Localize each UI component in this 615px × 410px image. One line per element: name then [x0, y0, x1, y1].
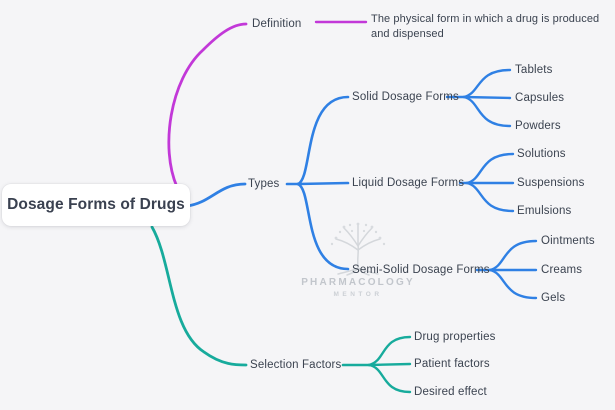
pharmacology-mentor-watermark: PHARMACOLOGY MENTOR	[290, 218, 426, 298]
node-liquid-dosage-forms: Liquid Dosage Forms	[352, 177, 465, 189]
definition-branch-lines	[167, 20, 368, 189]
root-to-definition-curve	[167, 22, 248, 189]
node-drug-properties: Drug properties	[414, 331, 496, 343]
selection-to-drugproperties-curve	[367, 335, 412, 367]
solid-to-capsules-line	[462, 95, 512, 100]
root-node: Dosage Forms of Drugs	[2, 184, 190, 226]
node-powders: Powders	[515, 120, 561, 132]
node-gels: Gels	[541, 292, 566, 304]
node-types: Types	[248, 178, 280, 190]
node-desired-effect: Desired effect	[414, 386, 487, 398]
node-solutions: Solutions	[517, 148, 566, 160]
liquid-to-solutions-curve	[465, 152, 515, 185]
solid-to-powders-curve	[462, 95, 512, 128]
semisolid-to-ointments-curve	[488, 239, 538, 272]
types-branch-lines	[185, 68, 538, 300]
root-node-label: Dosage Forms of Drugs	[7, 196, 185, 213]
types-to-solid-curve	[296, 95, 350, 186]
solid-to-tablets-curve	[462, 68, 512, 99]
root-to-types-curve	[185, 182, 247, 208]
selection-to-patientfactors-line	[367, 362, 412, 367]
node-patient-factors: Patient factors	[414, 358, 490, 370]
watermark-text-line1: PHARMACOLOGY	[301, 277, 415, 288]
node-emulsions: Emulsions	[517, 205, 572, 217]
selection-branch-lines	[150, 225, 412, 394]
root-to-selection-curve	[150, 225, 248, 367]
semisolid-to-gels-curve	[488, 268, 538, 300]
node-definition: Definition	[252, 18, 302, 30]
node-semisolid-dosage-forms: Semi-Solid Dosage Forms	[352, 264, 490, 276]
node-suspensions: Suspensions	[517, 177, 585, 189]
types-to-liquid-line	[296, 181, 350, 186]
node-capsules: Capsules	[515, 92, 565, 104]
types-to-semisolid-curve	[296, 182, 350, 271]
node-selection-factors: Selection Factors	[250, 359, 342, 371]
definition-note: The physical form in which a drug is pro…	[371, 13, 600, 40]
selection-to-desiredeffect-curve	[367, 363, 412, 394]
watermark-text-line2: MENTOR	[333, 291, 383, 298]
node-creams: Creams	[541, 264, 583, 276]
tree-icon	[330, 222, 386, 276]
liquid-to-emulsions-curve	[465, 181, 515, 213]
node-solid-dosage-forms: Solid Dosage Forms	[352, 91, 459, 103]
node-ointments: Ointments	[541, 235, 595, 247]
node-tablets: Tablets	[515, 64, 553, 76]
